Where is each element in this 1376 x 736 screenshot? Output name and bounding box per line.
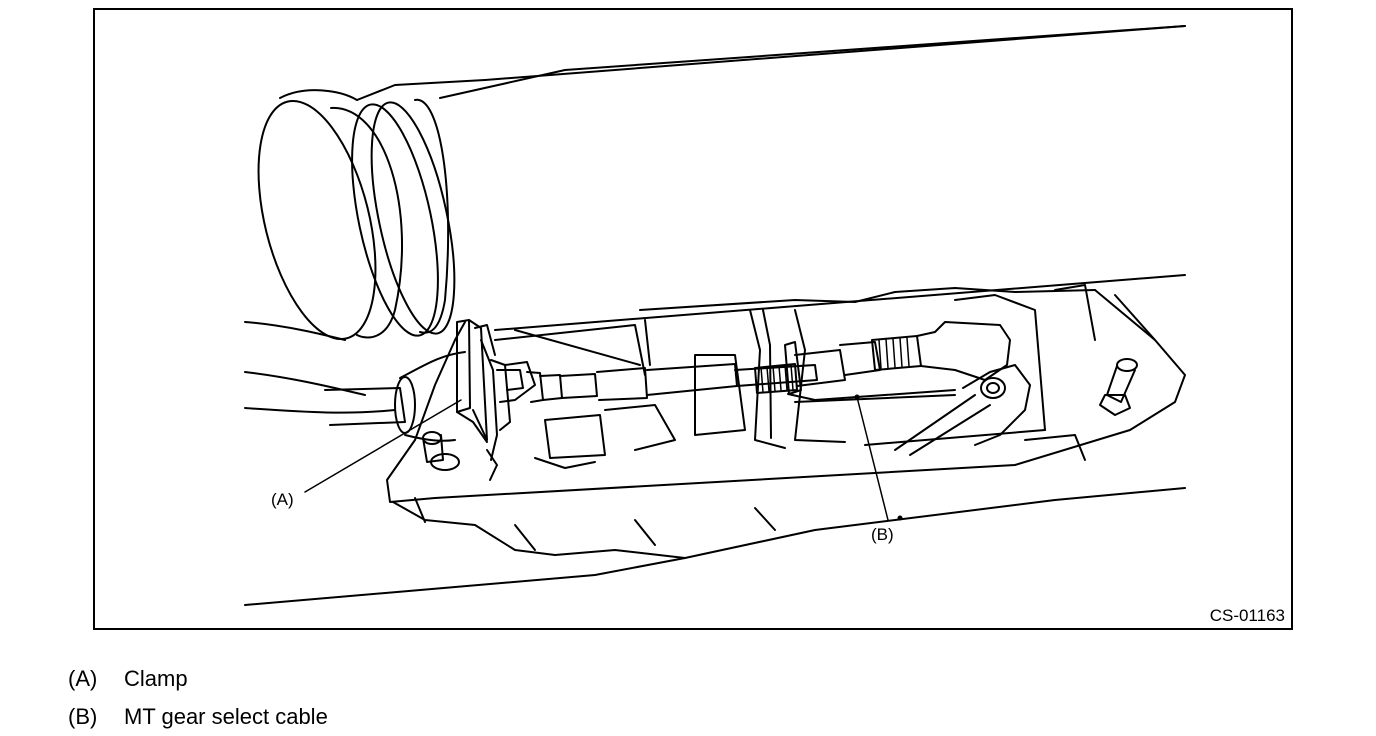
gear-select-cable-illustration xyxy=(244,25,1186,606)
legend-item: (A) Clamp xyxy=(68,660,328,698)
legend: (A) Clamp (B) MT gear select cable xyxy=(68,660,328,736)
leader-lines xyxy=(304,396,889,521)
legend-label: MT gear select cable xyxy=(124,704,328,729)
gear-select-cable xyxy=(496,321,1031,521)
callout-b: (B) xyxy=(871,525,894,544)
figure-id: CS-01163 xyxy=(1209,606,1285,625)
hose xyxy=(244,321,466,442)
leader-line-a xyxy=(304,399,462,493)
legend-code: (B) xyxy=(68,704,98,729)
legend-item: (B) MT gear select cable xyxy=(68,698,328,736)
callout-a: (A) xyxy=(271,490,294,509)
transmission-housing xyxy=(244,284,1186,606)
legend-code: (A) xyxy=(68,666,98,691)
intake-duct xyxy=(257,25,1186,341)
leader-line-b xyxy=(856,396,889,521)
legend-label: Clamp xyxy=(124,666,188,691)
clamp xyxy=(456,319,511,481)
figure-frame: (A) (B) CS-01163 xyxy=(93,8,1293,630)
